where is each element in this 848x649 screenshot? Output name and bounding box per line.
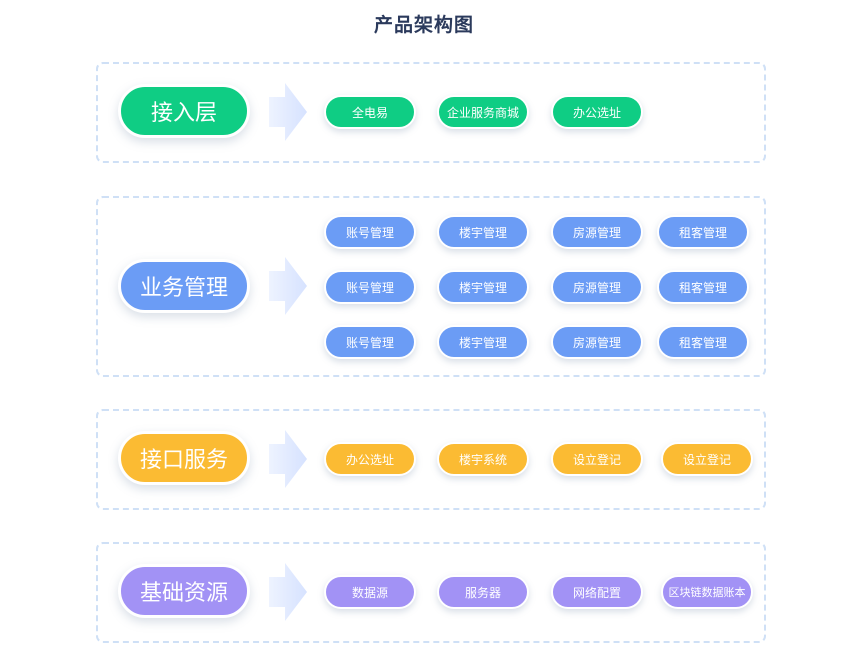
item-building-system[interactable]: 楼宇系统: [437, 442, 529, 476]
arrow-right-icon: [269, 257, 307, 315]
item-tenant-mgmt[interactable]: 租客管理: [657, 270, 749, 304]
item-property-mgmt[interactable]: 房源管理: [551, 325, 643, 359]
item-building-mgmt[interactable]: 楼宇管理: [437, 270, 529, 304]
layer-infrastructure: 基础资源 数据源 服务器 网络配置 区块链数据账本: [96, 542, 766, 643]
layer-access: 接入层 全电易 企业服务商城 办公选址: [96, 62, 766, 163]
item-registration[interactable]: 设立登记: [661, 442, 753, 476]
layer-interface: 接口服务 办公选址 楼宇系统 设立登记 设立登记: [96, 409, 766, 510]
item-office-location[interactable]: 办公选址: [551, 95, 643, 129]
item-account-mgmt[interactable]: 账号管理: [324, 325, 416, 359]
item-property-mgmt[interactable]: 房源管理: [551, 215, 643, 249]
item-blockchain-ledger[interactable]: 区块链数据账本: [661, 575, 753, 609]
item-account-mgmt[interactable]: 账号管理: [324, 270, 416, 304]
item-enterprise-mall[interactable]: 企业服务商城: [437, 95, 529, 129]
arrow-right-icon: [269, 83, 307, 141]
item-network-config[interactable]: 网络配置: [551, 575, 643, 609]
item-quandianyi[interactable]: 全电易: [324, 95, 416, 129]
item-office-location[interactable]: 办公选址: [324, 442, 416, 476]
item-account-mgmt[interactable]: 账号管理: [324, 215, 416, 249]
item-data-source[interactable]: 数据源: [324, 575, 416, 609]
layer-label-business: 业务管理: [118, 259, 250, 313]
item-registration[interactable]: 设立登记: [551, 442, 643, 476]
item-tenant-mgmt[interactable]: 租客管理: [657, 325, 749, 359]
layer-label-interface: 接口服务: [118, 431, 250, 485]
item-property-mgmt[interactable]: 房源管理: [551, 270, 643, 304]
layer-label-infrastructure: 基础资源: [118, 564, 250, 618]
layer-label-access: 接入层: [118, 84, 250, 138]
item-building-mgmt[interactable]: 楼宇管理: [437, 215, 529, 249]
arrow-right-icon: [269, 563, 307, 621]
item-building-mgmt[interactable]: 楼宇管理: [437, 325, 529, 359]
item-tenant-mgmt[interactable]: 租客管理: [657, 215, 749, 249]
layer-business: 业务管理 账号管理 楼宇管理 房源管理 租客管理 账号管理 楼宇管理 房源管理 …: [96, 196, 766, 377]
item-server[interactable]: 服务器: [437, 575, 529, 609]
diagram-title: 产品架构图: [373, 14, 474, 36]
arrow-right-icon: [269, 430, 307, 488]
